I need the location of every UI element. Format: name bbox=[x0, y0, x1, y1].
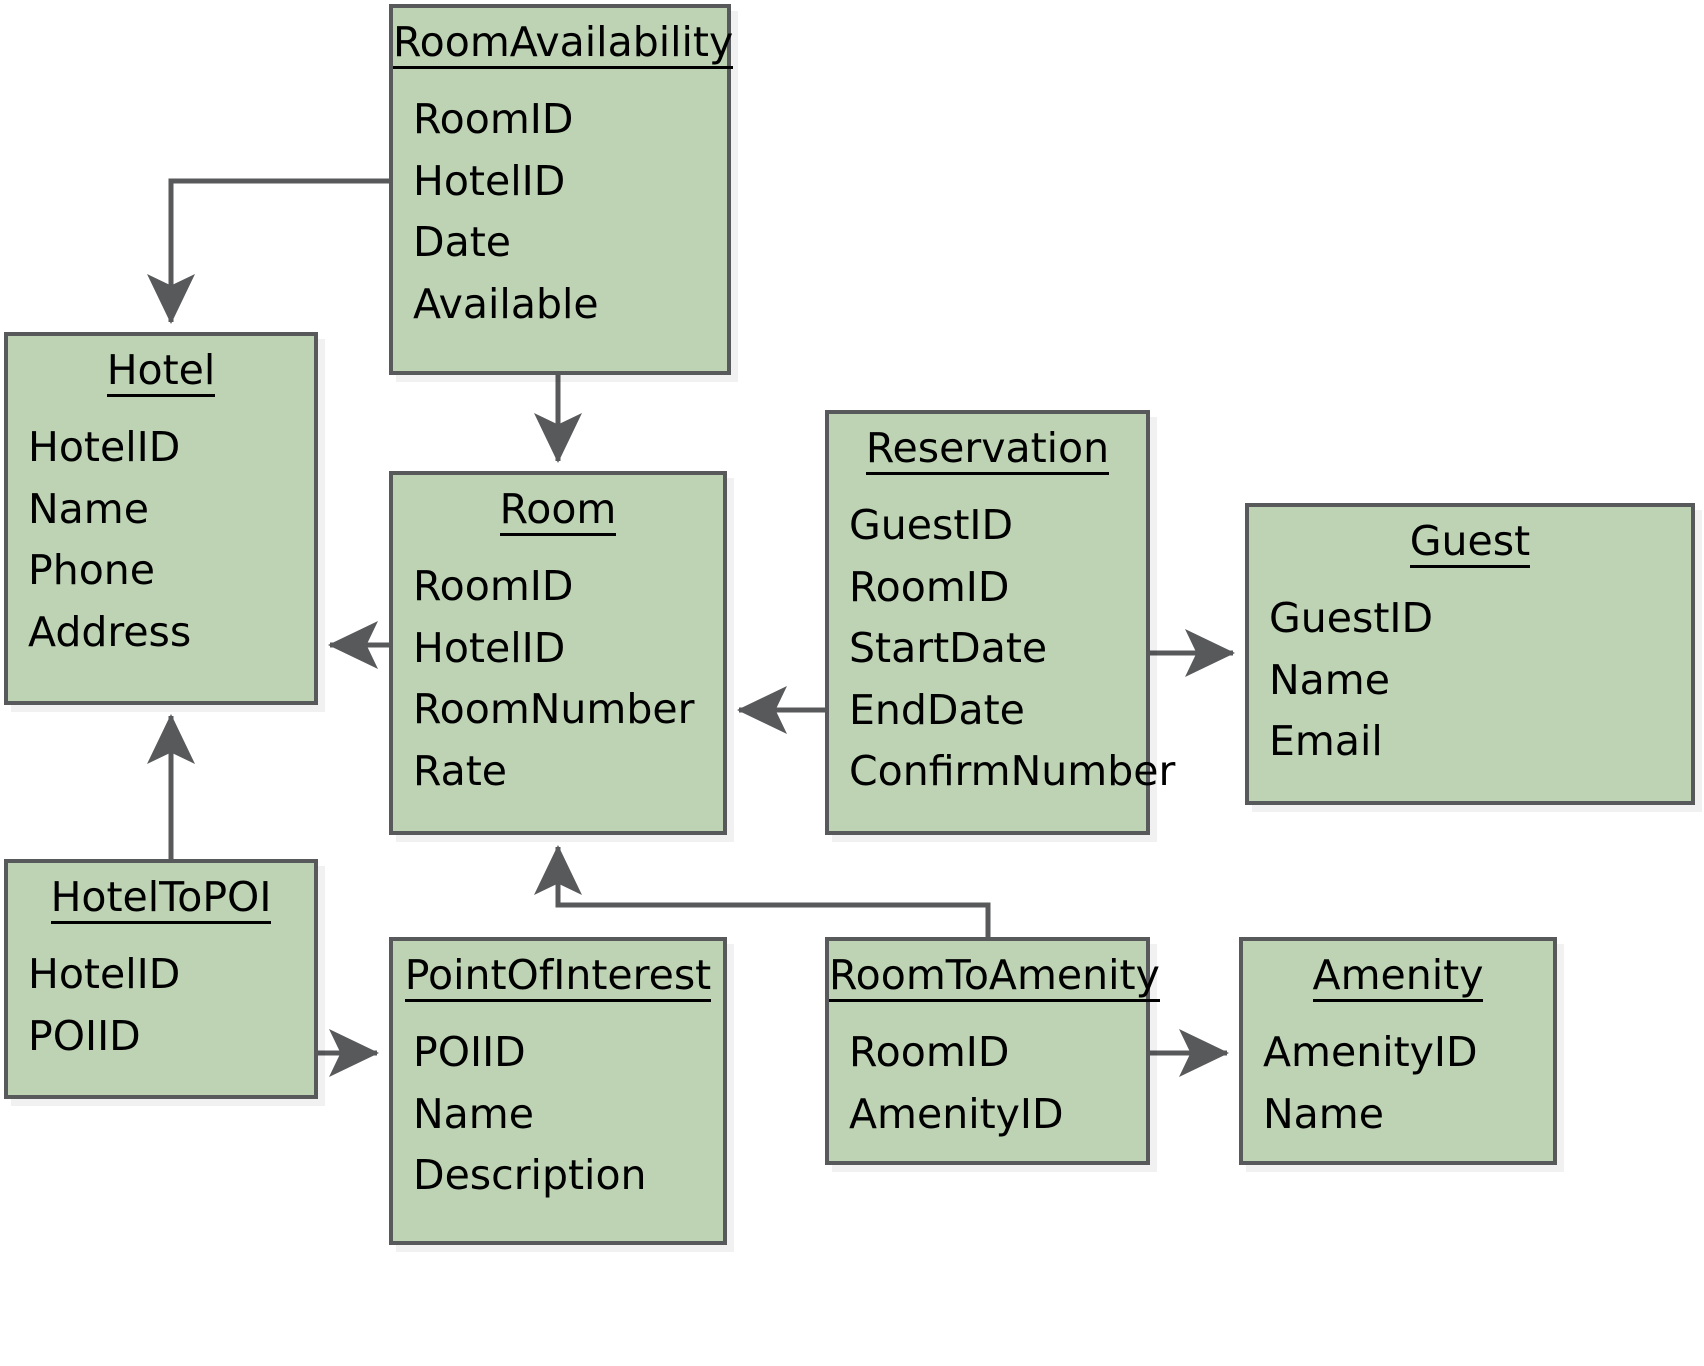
attribute-item: GuestID bbox=[849, 501, 1014, 549]
entity-hotel[interactable]: Hotel HotelID Name Phone Address bbox=[4, 332, 318, 705]
entity-title-hoteltopoi: HotelToPOI bbox=[8, 863, 314, 926]
entity-name-guest: Guest bbox=[1409, 521, 1531, 568]
entity-name-roomtoamenity: RoomToAmenity bbox=[829, 955, 1160, 1002]
entity-title-hotel: Hotel bbox=[8, 336, 314, 399]
entity-title-room: Room bbox=[393, 475, 723, 538]
entity-name-amenity: Amenity bbox=[1312, 955, 1484, 1002]
attribute-list-pointofinterest: POIID Name Description bbox=[393, 1004, 723, 1207]
attribute-item: RoomID bbox=[413, 95, 574, 143]
entity-title-guest: Guest bbox=[1249, 507, 1691, 570]
connector-roomavailability-to-hotel bbox=[147, 178, 389, 324]
attribute-item: StartDate bbox=[849, 624, 1048, 672]
attribute-item: POIID bbox=[413, 1028, 526, 1076]
entity-guest[interactable]: Guest GuestID Name Email bbox=[1245, 503, 1695, 805]
entity-roomavailability[interactable]: RoomAvailability RoomID HotelID Date Ava… bbox=[389, 4, 734, 375]
attribute-item: Rate bbox=[413, 746, 508, 795]
entity-reservation[interactable]: Reservation GuestID RoomID StartDate End… bbox=[825, 410, 1176, 835]
attribute-item: RoomID bbox=[849, 1028, 1010, 1076]
attribute-item: Name bbox=[413, 1089, 534, 1138]
entity-title-amenity: Amenity bbox=[1243, 941, 1553, 1004]
attribute-list-room: RoomID HotelID RoomNumber Rate bbox=[393, 538, 723, 802]
entity-title-roomtoamenity: RoomToAmenity bbox=[829, 941, 1160, 1004]
attribute-list-amenity: AmenityID Name bbox=[1243, 1004, 1553, 1145]
entity-roomtoamenity[interactable]: RoomToAmenity RoomID AmenityID bbox=[825, 937, 1160, 1165]
attribute-item: Phone bbox=[28, 546, 156, 594]
attribute-item: Date bbox=[413, 218, 511, 266]
entity-name-roomavailability: RoomAvailability bbox=[393, 22, 734, 69]
attribute-item: HotelID bbox=[28, 950, 181, 998]
entity-room[interactable]: Room RoomID HotelID RoomNumber Rate bbox=[389, 471, 727, 835]
entity-name-hotel: Hotel bbox=[106, 350, 216, 397]
attribute-item: POIID bbox=[28, 1011, 141, 1060]
attribute-list-hoteltopoi: HotelID POIID bbox=[8, 926, 314, 1067]
attribute-item: RoomNumber bbox=[413, 685, 695, 733]
entity-title-pointofinterest: PointOfInterest bbox=[393, 941, 723, 1004]
attribute-list-hotel: HotelID Name Phone Address bbox=[8, 399, 314, 663]
attribute-list-guest: GuestID Name Email bbox=[1249, 570, 1691, 773]
attribute-item: EndDate bbox=[849, 685, 1025, 734]
entity-title-reservation: Reservation bbox=[829, 414, 1146, 477]
attribute-item: HotelID bbox=[413, 623, 566, 672]
attribute-item: HotelID bbox=[28, 423, 181, 471]
attribute-item: Description bbox=[413, 1151, 647, 1199]
attribute-item: RoomID bbox=[413, 562, 574, 610]
attribute-item: AmenityID bbox=[849, 1089, 1064, 1138]
attribute-item: Email bbox=[1269, 717, 1383, 765]
connector-roomtoamenity-to-room bbox=[534, 845, 991, 937]
entity-name-reservation: Reservation bbox=[865, 428, 1110, 475]
entity-hoteltopoi[interactable]: HotelToPOI HotelID POIID bbox=[4, 859, 318, 1099]
entity-name-hoteltopoi: HotelToPOI bbox=[50, 877, 272, 924]
attribute-item: RoomID bbox=[849, 562, 1010, 611]
attribute-list-roomavailability: RoomID HotelID Date Available bbox=[393, 71, 727, 335]
attribute-item: AmenityID bbox=[1263, 1028, 1478, 1076]
attribute-item: Name bbox=[1269, 655, 1390, 704]
attribute-list-roomtoamenity: RoomID AmenityID bbox=[829, 1004, 1146, 1145]
attribute-list-reservation: GuestID RoomID StartDate EndDate Confirm… bbox=[829, 477, 1176, 803]
entity-amenity[interactable]: Amenity AmenityID Name bbox=[1239, 937, 1557, 1165]
attribute-item: GuestID bbox=[1269, 594, 1434, 642]
attribute-item: Name bbox=[28, 484, 149, 533]
entity-pointofinterest[interactable]: PointOfInterest POIID Name Description bbox=[389, 937, 727, 1245]
entity-title-roomavailability: RoomAvailability bbox=[393, 8, 734, 71]
attribute-item: HotelID bbox=[413, 156, 566, 205]
attribute-item: Available bbox=[413, 279, 599, 328]
attribute-item: Name bbox=[1263, 1089, 1384, 1138]
attribute-item: ConfirmNumber bbox=[849, 747, 1176, 795]
attribute-item: Address bbox=[28, 607, 192, 656]
entity-name-room: Room bbox=[499, 489, 617, 536]
entity-name-pointofinterest: PointOfInterest bbox=[404, 955, 712, 1002]
